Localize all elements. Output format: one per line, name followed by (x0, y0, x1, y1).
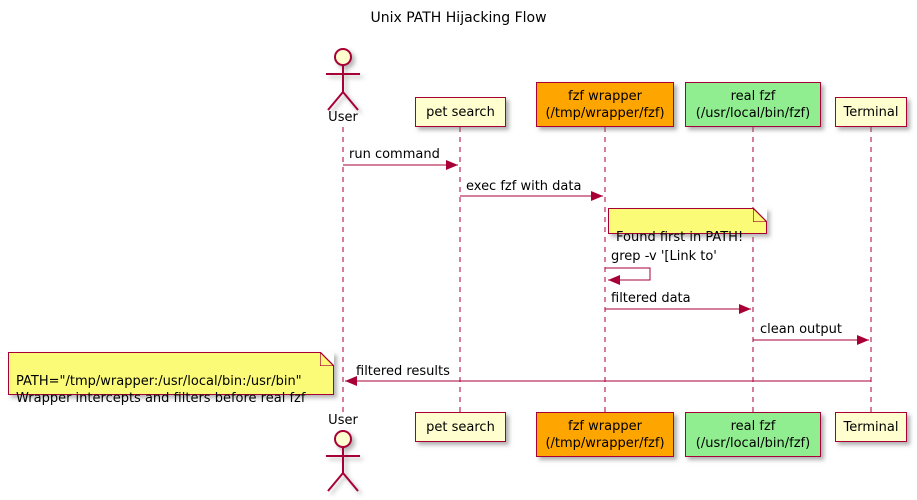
message-label-filtered-data: filtered data (611, 291, 691, 306)
arrow-self-grep (605, 267, 651, 285)
participant-bottom-terminal: Terminal (835, 412, 907, 442)
message-label-clean-output: clean output (760, 322, 842, 337)
message-label-run-command: run command (349, 147, 440, 162)
participant-top-pet-search: pet search (415, 97, 506, 127)
participant-top-real-fzf: real fzf (/usr/local/bin/fzf) (685, 82, 821, 127)
diagram-title: Unix PATH Hijacking Flow (370, 10, 547, 26)
participant-top-terminal: Terminal (835, 97, 907, 127)
message-label-exec-fzf-with-data: exec fzf with data (466, 179, 582, 194)
participant-top-fzf-wrapper: fzf wrapper (/tmp/wrapper/fzf) (536, 82, 674, 127)
participant-bottom-fzf-wrapper: fzf wrapper (/tmp/wrapper/fzf) (536, 412, 674, 457)
message-label-filtered-results: filtered results (356, 364, 450, 379)
participant-bottom-pet-search: pet search (415, 412, 506, 442)
note-path-hijack-text: PATH="/tmp/wrapper:/usr/local/bin:/usr/b… (16, 374, 306, 406)
actor-label-user-bottom: User (328, 413, 358, 428)
participant-bottom-real-fzf: real fzf (/usr/local/bin/fzf) (685, 412, 821, 457)
note-found-first-in-path-text: Found first in PATH! (616, 230, 744, 245)
note-path-hijack-explanation: PATH="/tmp/wrapper:/usr/local/bin:/usr/b… (8, 351, 335, 406)
actor-figure-user-bottom (326, 430, 360, 492)
actor-figure-user-top (326, 48, 360, 111)
message-label-grep: grep -v '[Link to' (611, 249, 717, 264)
note-found-first-in-path: Found first in PATH! (608, 207, 768, 245)
note-fold-icon (320, 351, 335, 366)
actor-label-user-top: User (328, 110, 358, 125)
note-fold-icon (753, 207, 768, 222)
